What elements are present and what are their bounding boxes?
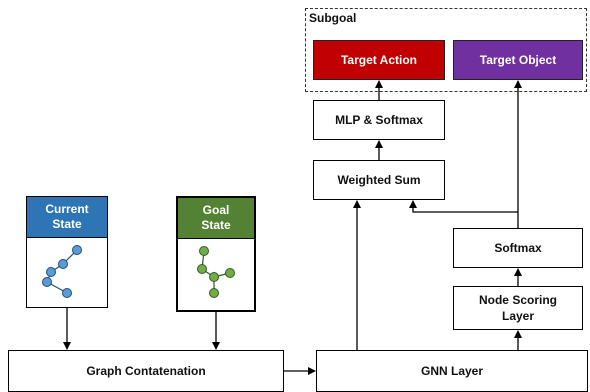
goal-state-node <box>209 272 219 282</box>
target-object-label: Target Object <box>479 53 557 67</box>
current-state-graph <box>42 245 82 298</box>
arrow-softmax-to-weighted-sum <box>409 200 518 213</box>
current-state-node <box>46 267 56 277</box>
current-state-card: Current State <box>26 196 108 308</box>
goal-state-card: Goal State <box>176 196 256 312</box>
mlp-softmax-box: MLP & Softmax <box>313 100 445 140</box>
goal-state-header: Goal State <box>178 198 254 239</box>
gnn-layer-label: GNN Layer <box>420 364 484 378</box>
subgoal-group <box>305 8 587 92</box>
graph-concatenation-box: Graph Contatenation <box>8 350 284 392</box>
goal-state-node <box>225 268 235 278</box>
weighted-sum-label: Weighted Sum <box>337 173 421 187</box>
goal-state-graph <box>197 246 235 298</box>
graph-concatenation-label: Graph Contatenation <box>86 364 206 378</box>
target-action-box: Target Action <box>313 40 445 80</box>
current-state-title-line1: Current <box>45 202 89 216</box>
softmax-box: Softmax <box>453 228 583 268</box>
node-scoring-label-line1: Node Scoring <box>478 293 557 307</box>
goal-state-node <box>197 264 207 274</box>
goal-state-node <box>209 288 219 298</box>
goal-state-node <box>199 246 209 256</box>
node-scoring-layer-box: Node Scoring Layer <box>453 286 583 330</box>
target-action-label: Target Action <box>340 53 417 67</box>
mlp-softmax-label: MLP & Softmax <box>335 113 423 127</box>
current-state-node <box>62 288 72 298</box>
current-state-title-line2: State <box>52 217 82 231</box>
goal-state-title-line1: Goal <box>202 203 230 217</box>
current-state-node <box>42 277 52 287</box>
node-scoring-label-line2: Layer <box>501 309 535 323</box>
current-state-header: Current State <box>27 197 107 238</box>
subgoal-title: Subgoal <box>309 11 357 25</box>
weighted-sum-box: Weighted Sum <box>313 160 445 200</box>
target-object-box: Target Object <box>453 40 583 80</box>
softmax-label: Softmax <box>494 241 542 255</box>
current-state-node <box>58 259 68 269</box>
current-state-node <box>72 245 82 255</box>
goal-state-title-line2: State <box>201 218 231 232</box>
